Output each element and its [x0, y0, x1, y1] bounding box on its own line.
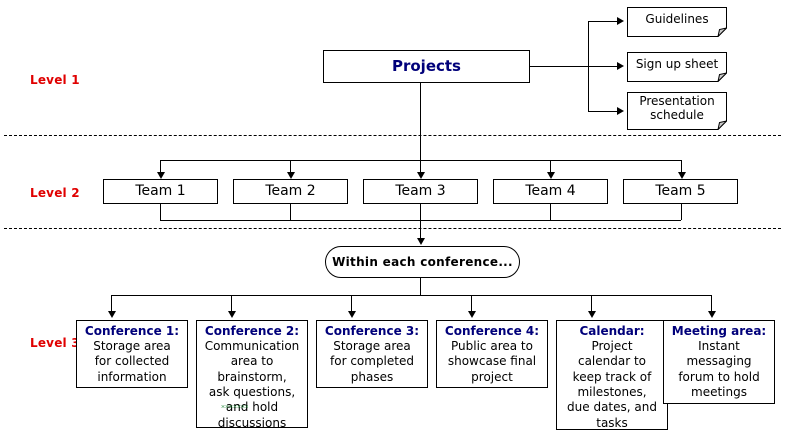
connector-pill-down	[420, 278, 421, 295]
area-card-body: Instant messaging forum to hold meetings	[678, 339, 760, 400]
arrow-area-4	[468, 311, 476, 318]
document-label: Presentation schedule	[639, 94, 715, 122]
area-card-body: Storage area for collected information	[93, 339, 171, 384]
document-sign-up-sheet[interactable]: Sign up sheet	[627, 52, 727, 82]
document-label: Sign up sheet	[635, 56, 719, 71]
spellcheck-squiggle-icon	[221, 405, 248, 408]
area-card-conference-1[interactable]: Conference 1: Storage area for collected…	[76, 320, 188, 388]
area-card-title: Meeting area:	[671, 324, 767, 338]
connector-team-5-down	[681, 204, 682, 220]
connector-drop-area-1	[111, 295, 112, 313]
connector-doc-branch-1	[588, 21, 618, 22]
connector-area-distribution-bar	[111, 295, 711, 296]
connector-drop-team-4	[550, 160, 551, 174]
connector-projects-to-docs-stem	[530, 66, 588, 67]
connector-team-3-down	[420, 204, 421, 240]
level-3-label: Level 3	[30, 336, 80, 350]
within-each-conference-note[interactable]: Within each conference...	[325, 246, 520, 278]
arrow-team-2	[287, 172, 295, 179]
arrow-area-1	[108, 311, 116, 318]
document-shape-icon	[627, 52, 727, 82]
level-separator-2	[4, 228, 781, 229]
area-card-conference-2[interactable]: Conference 2: Communication area to brai…	[196, 320, 308, 430]
connector-drop-area-3	[351, 295, 352, 313]
arrow-team-5	[678, 172, 686, 179]
connector-drop-team-5	[681, 160, 682, 174]
connector-doc-branch-2	[588, 66, 618, 67]
connector-team-1-down	[160, 204, 161, 220]
connector-team-4-down	[550, 204, 551, 220]
level-separator-1	[4, 135, 781, 136]
arrow-area-6	[708, 311, 716, 318]
connector-drop-area-2	[231, 295, 232, 313]
area-card-calendar[interactable]: Calendar: Project calendar to keep track…	[556, 320, 668, 430]
arrow-doc-2	[617, 62, 624, 70]
arrow-doc-1	[617, 17, 624, 25]
connector-drop-area-6	[711, 295, 712, 313]
area-card-title: Conference 1:	[84, 324, 180, 338]
document-guidelines[interactable]: Guidelines	[627, 7, 727, 37]
area-card-meeting-area[interactable]: Meeting area: Instant messaging forum to…	[663, 320, 775, 404]
connector-drop-area-5	[591, 295, 592, 313]
arrow-area-3	[348, 311, 356, 318]
area-card-body: Communication area to brainstorm, ask qu…	[204, 339, 300, 430]
arrow-team-1	[157, 172, 165, 179]
connector-drop-team-3	[420, 160, 421, 174]
team-box-2[interactable]: Team 2	[233, 179, 348, 204]
connector-drop-team-2	[290, 160, 291, 174]
team-box-1[interactable]: Team 1	[103, 179, 218, 204]
area-card-title: Calendar:	[579, 324, 645, 338]
connector-drop-team-1	[160, 160, 161, 174]
level-2-label: Level 2	[30, 186, 80, 200]
connector-projects-down-main	[420, 83, 421, 160]
document-presentation-schedule[interactable]: Presentation schedule	[627, 92, 727, 130]
document-label: Guidelines	[645, 11, 709, 26]
arrow-area-2	[228, 311, 236, 318]
area-card-title: Conference 3:	[324, 324, 420, 338]
document-shape-icon	[627, 92, 727, 130]
area-card-body: Storage area for completed phases	[330, 339, 414, 384]
area-card-conference-4[interactable]: Conference 4: Public area to showcase fi…	[436, 320, 548, 388]
projects-box[interactable]: Projects	[323, 50, 530, 83]
arrow-conference-note	[417, 238, 425, 245]
arrow-team-4	[547, 172, 555, 179]
arrow-area-5	[588, 311, 596, 318]
area-card-conference-3[interactable]: Conference 3: Storage area for completed…	[316, 320, 428, 388]
connector-drop-area-4	[471, 295, 472, 313]
area-card-title: Conference 4:	[444, 324, 540, 338]
area-card-body: Public area to showcase final project	[447, 339, 537, 384]
connector-team-2-down	[290, 204, 291, 220]
arrow-doc-3	[617, 107, 624, 115]
arrow-team-3	[417, 172, 425, 179]
team-box-5[interactable]: Team 5	[623, 179, 738, 204]
document-shape-icon	[627, 7, 727, 37]
team-box-4[interactable]: Team 4	[493, 179, 608, 204]
level-1-label: Level 1	[30, 73, 80, 87]
area-card-title: Conference 2:	[204, 324, 300, 338]
team-box-3[interactable]: Team 3	[363, 179, 478, 204]
area-card-body: Project calendar to keep track of milest…	[567, 339, 657, 430]
connector-team-merge-bar	[160, 220, 681, 221]
connector-doc-branch-3	[588, 111, 618, 112]
